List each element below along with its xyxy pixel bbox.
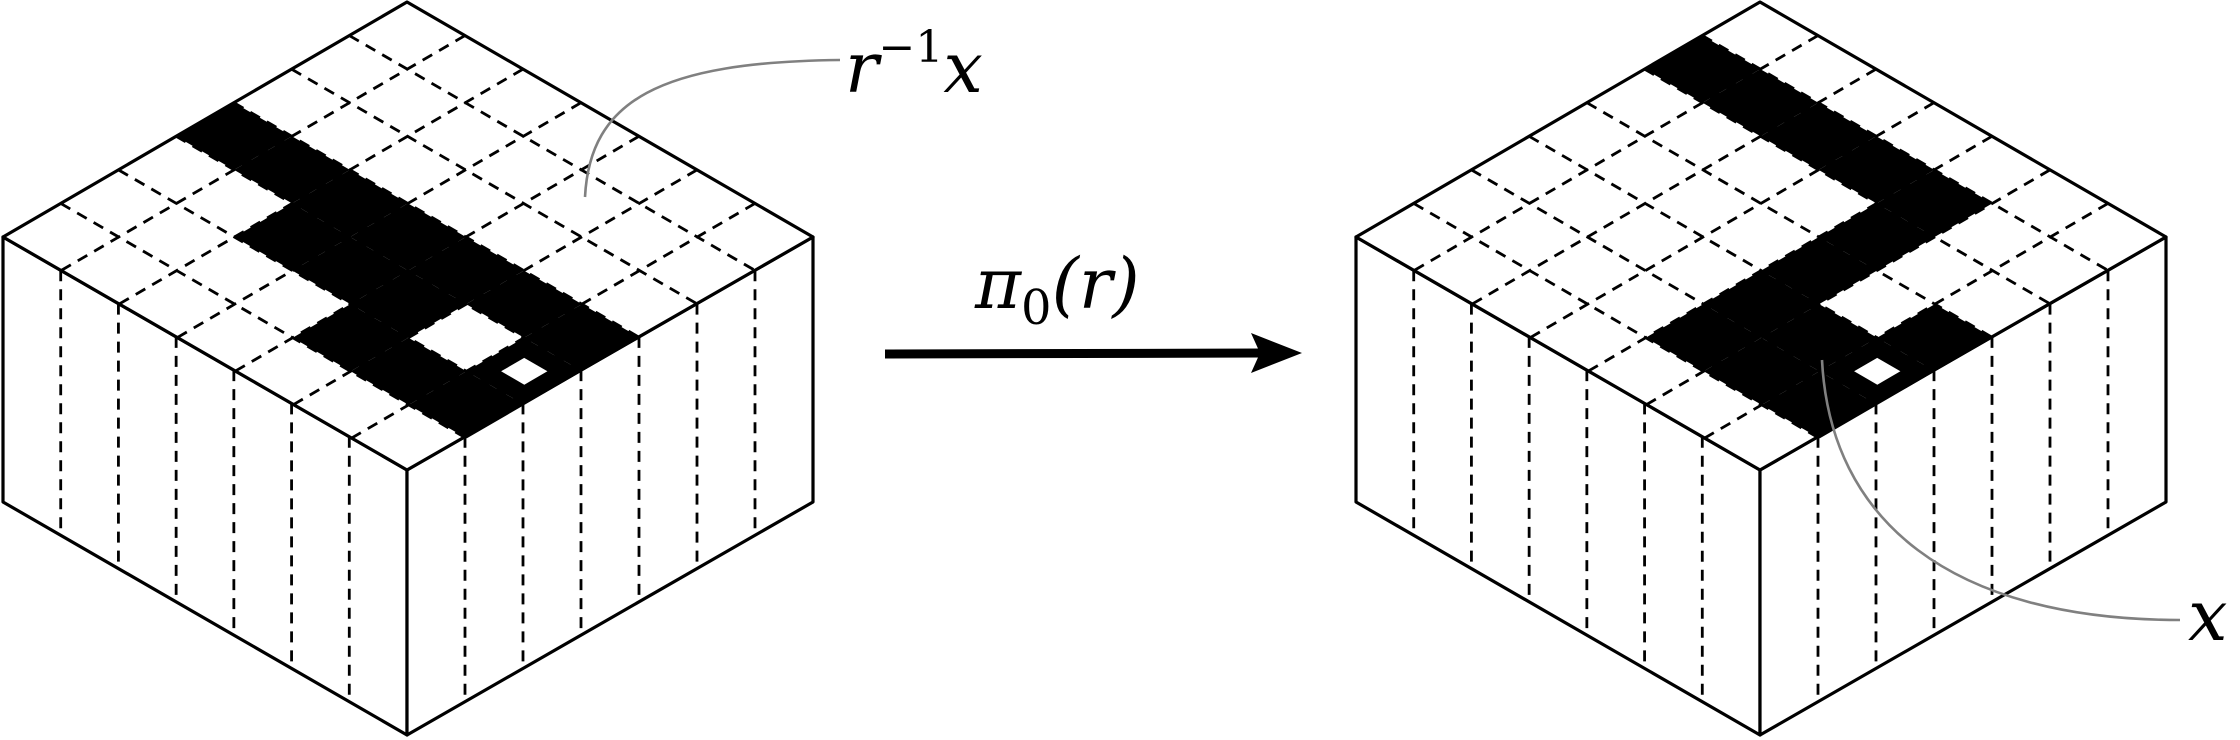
top-grid-line xyxy=(1701,34,2109,272)
image-label: x xyxy=(2188,575,2227,657)
box-after xyxy=(1354,0,2168,737)
leader-preimage xyxy=(583,58,841,198)
filled-cell xyxy=(234,203,351,271)
top-grid-line xyxy=(290,67,699,306)
box-top-outline xyxy=(1,0,815,472)
marked-cell xyxy=(1854,357,1901,385)
filled-cell xyxy=(350,270,467,338)
top-grid-line xyxy=(118,67,524,306)
top-grid-line xyxy=(1529,101,1935,339)
top-grid-line xyxy=(348,34,756,272)
top-grid-line xyxy=(234,135,640,373)
top-grid-line xyxy=(1471,67,1877,306)
box-top-outline xyxy=(1354,0,2168,472)
top-grid-line xyxy=(1703,202,2109,440)
map-arrow-shaft xyxy=(884,348,1263,359)
top-grid-line xyxy=(60,202,468,440)
top-grid-line xyxy=(1587,135,1993,373)
filled-cell xyxy=(1703,270,1820,338)
marked-cell xyxy=(501,357,548,385)
preimage-label: r−1x xyxy=(845,22,983,109)
top-grid-line xyxy=(1528,135,1936,373)
top-grid-line xyxy=(1643,67,2052,306)
filled-cell xyxy=(292,237,409,305)
top-grid-line xyxy=(1413,202,1821,440)
box-before xyxy=(1,0,815,737)
top-grid-line xyxy=(350,202,756,440)
top-grid-line xyxy=(1413,34,1819,272)
top-grid-line xyxy=(233,101,641,339)
top-grid-line xyxy=(292,168,698,407)
top-grid-line xyxy=(175,135,583,373)
top-grid-line xyxy=(117,168,526,407)
map-label: π0(r) xyxy=(974,243,1140,336)
top-grid-line xyxy=(1586,101,1994,339)
top-grid-line xyxy=(1645,168,2051,407)
filled-cell xyxy=(1818,203,1935,271)
map-arrow-head xyxy=(1251,333,1302,373)
top-grid-line xyxy=(60,34,466,272)
top-grid-line xyxy=(1470,168,1879,407)
filled-cell xyxy=(1761,304,1878,372)
top-grid-line xyxy=(176,101,582,339)
leader-image xyxy=(1820,359,2181,622)
